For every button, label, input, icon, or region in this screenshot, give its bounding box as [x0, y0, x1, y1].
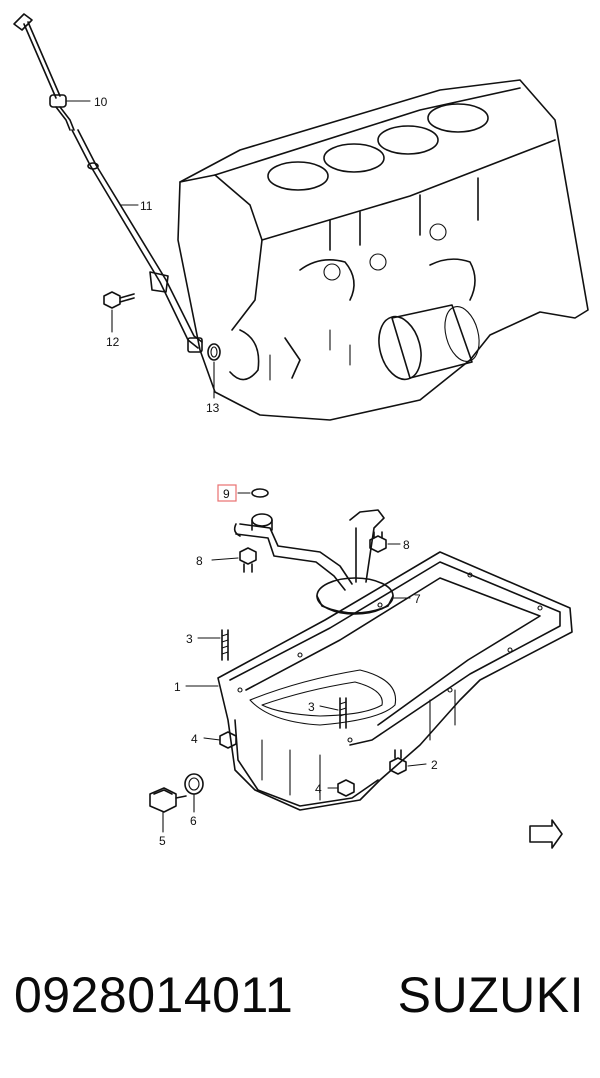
fwd-arrow-label: FWD — [531, 829, 551, 842]
bolt-12 — [103, 291, 135, 309]
callout-3-center: 3 — [308, 700, 315, 714]
caption-bar: 0928014011 SUZUKI — [0, 955, 600, 1045]
callout-6: 6 — [190, 814, 197, 828]
nut-4-left — [219, 731, 237, 749]
gasket-6 — [184, 773, 204, 795]
callout-2: 2 — [431, 758, 438, 772]
callout-4-center: 4 — [315, 782, 322, 796]
nut-4-center — [337, 779, 355, 797]
fwd-arrow: FWD — [529, 819, 563, 849]
callout-12: 12 — [106, 335, 120, 349]
bolt-2 — [389, 749, 407, 775]
callout-7: 7 — [414, 592, 421, 606]
oil-strainer-7 — [233, 509, 394, 615]
callout-10: 10 — [94, 95, 108, 109]
o-ring-13 — [207, 343, 221, 361]
callout-9-highlight — [217, 484, 237, 502]
engine-block — [177, 79, 589, 421]
callout-9: 9 — [223, 487, 230, 501]
drain-plug-5 — [149, 787, 187, 813]
callout-4-left: 4 — [191, 732, 198, 746]
part-number: 0928014011 — [14, 967, 294, 1023]
oil-pan-1 — [217, 551, 573, 811]
dipstick-seal-10 — [49, 94, 75, 131]
bolt-8-left — [239, 547, 257, 573]
dipstick — [13, 13, 61, 99]
guide-tube-11 — [71, 129, 203, 353]
callout-11: 11 — [140, 199, 153, 213]
callout-5: 5 — [159, 834, 166, 848]
exploded-parts-diagram: FWD 10 11 12 13 9 8 8 7 3 1 3 4 2 4 5 6 — [13, 13, 589, 849]
o-ring-9 — [251, 488, 269, 498]
callout-3-left: 3 — [186, 632, 193, 646]
callout-13: 13 — [206, 401, 220, 415]
callout-8-right: 8 — [403, 538, 410, 552]
brand-name: SUZUKI — [397, 967, 584, 1023]
callout-8-left: 8 — [196, 554, 203, 568]
diagram-canvas: FWD 10 11 12 13 9 8 8 7 3 1 3 4 2 4 5 6 — [13, 13, 589, 849]
stud-3-center — [339, 697, 347, 729]
callout-1: 1 — [174, 680, 181, 694]
leader-lines — [65, 100, 427, 833]
stud-3-left — [221, 629, 229, 661]
oil-filter — [378, 304, 480, 381]
bolt-8-right — [369, 531, 387, 553]
